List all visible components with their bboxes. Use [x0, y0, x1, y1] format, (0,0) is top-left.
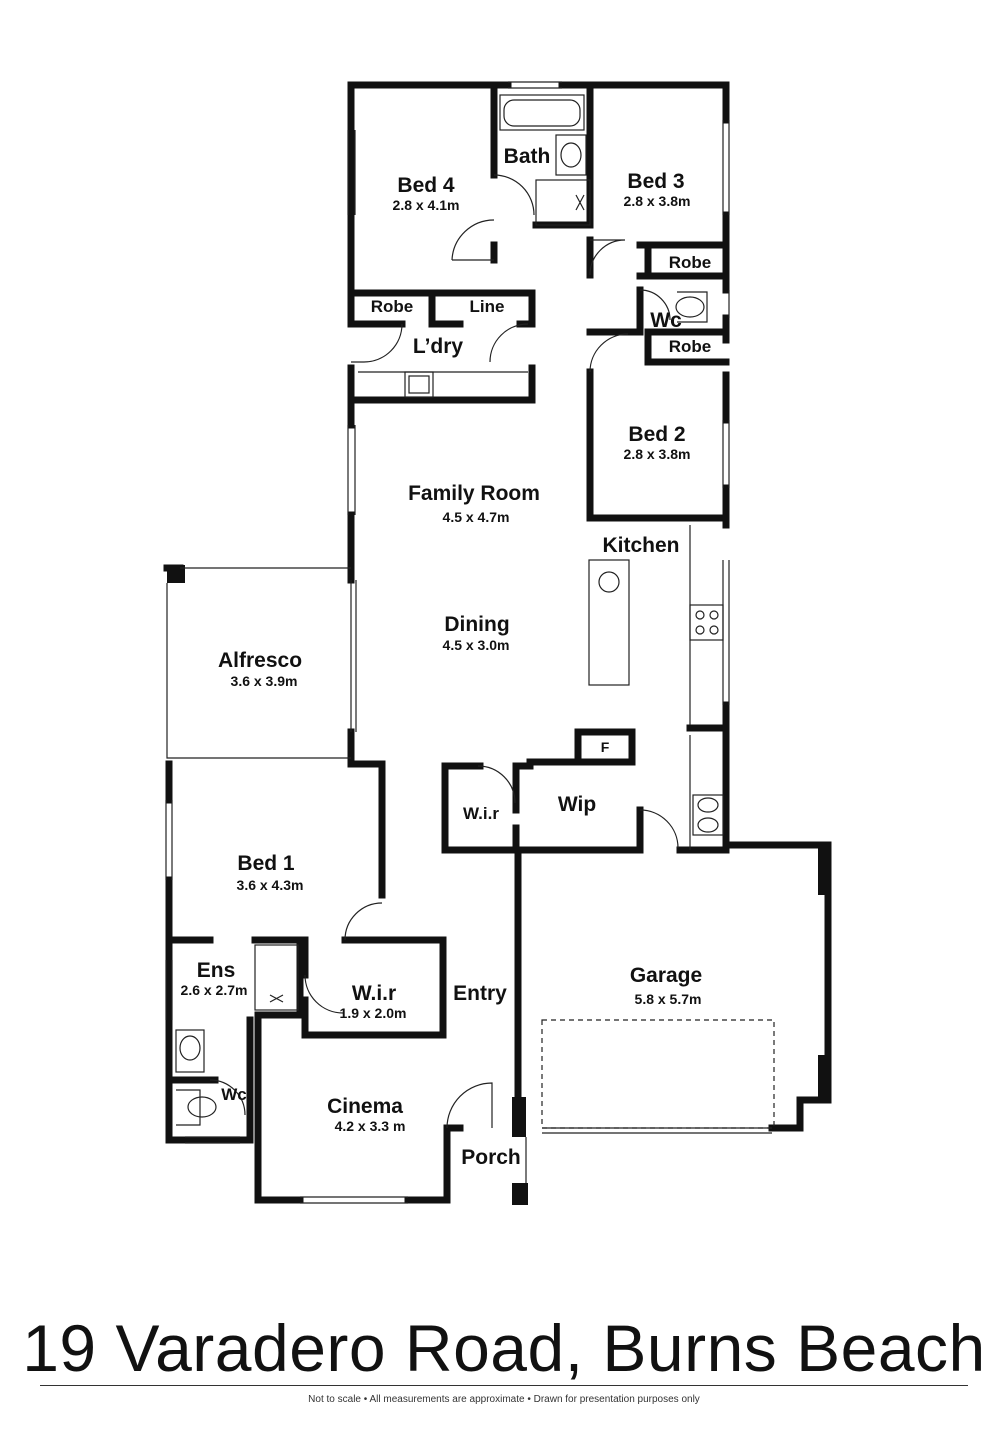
footer-divider: [40, 1385, 968, 1386]
wc-upper-label: Wc: [650, 309, 682, 332]
fixtures: [165, 81, 775, 1204]
garage-label: Garage: [630, 964, 702, 987]
bed3-dims: 2.8 x 3.8m: [624, 193, 691, 209]
family-room-label: Family Room: [408, 482, 540, 505]
property-address: 19 Varadero Road, Burns Beach: [22, 1311, 986, 1385]
family-room-dims: 4.5 x 4.7m: [443, 509, 510, 525]
wall-blocks: [167, 565, 830, 1205]
bed4-dims: 2.8 x 4.1m: [393, 197, 460, 213]
bed1-label: Bed 1: [237, 852, 295, 875]
cinema-dims: 4.2 x 3.3 m: [335, 1118, 406, 1134]
bed2-dims: 2.8 x 3.8m: [624, 446, 691, 462]
wc-lower-label: Wc: [221, 1085, 247, 1104]
fridge-label: F: [601, 739, 610, 755]
bed2-label: Bed 2: [628, 423, 685, 446]
bed4-label: Bed 4: [397, 174, 455, 197]
dining-dims: 4.5 x 3.0m: [443, 637, 510, 653]
laundry-label: L’dry: [413, 335, 464, 358]
robe-bed3-label: Robe: [669, 253, 712, 272]
robe-bed2-label: Robe: [669, 337, 712, 356]
dining-label: Dining: [444, 613, 509, 636]
robe-bed4-label: Robe: [371, 297, 414, 316]
disclaimer-text: Not to scale • All measurements are appr…: [308, 1394, 700, 1405]
room-labels: Bed 4 2.8 x 4.1m Bath Bed 3 2.8 x 3.8m R…: [181, 145, 712, 1169]
bath-label: Bath: [504, 145, 551, 168]
wir-lower-dims: 1.9 x 2.0m: [340, 1005, 407, 1021]
porch-label: Porch: [461, 1146, 521, 1169]
ensuite-dims: 2.6 x 2.7m: [181, 982, 248, 998]
alfresco-label: Alfresco: [218, 649, 302, 672]
floor-plan: Bed 4 2.8 x 4.1m Bath Bed 3 2.8 x 3.8m R…: [163, 81, 832, 1205]
kitchen-label: Kitchen: [602, 534, 679, 557]
wir-upper-label: W.i.r: [463, 804, 499, 823]
cinema-label: Cinema: [327, 1095, 403, 1118]
bed1-dims: 3.6 x 4.3m: [237, 877, 304, 893]
wip-label: Wip: [558, 793, 596, 816]
garage-dims: 5.8 x 5.7m: [635, 991, 702, 1007]
entry-label: Entry: [453, 982, 507, 1005]
alfresco-dims: 3.6 x 3.9m: [231, 673, 298, 689]
bed3-label: Bed 3: [627, 170, 684, 193]
linen-label: Line: [470, 297, 505, 316]
wir-lower-label: W.i.r: [352, 982, 396, 1005]
ensuite-label: Ens: [197, 959, 236, 982]
